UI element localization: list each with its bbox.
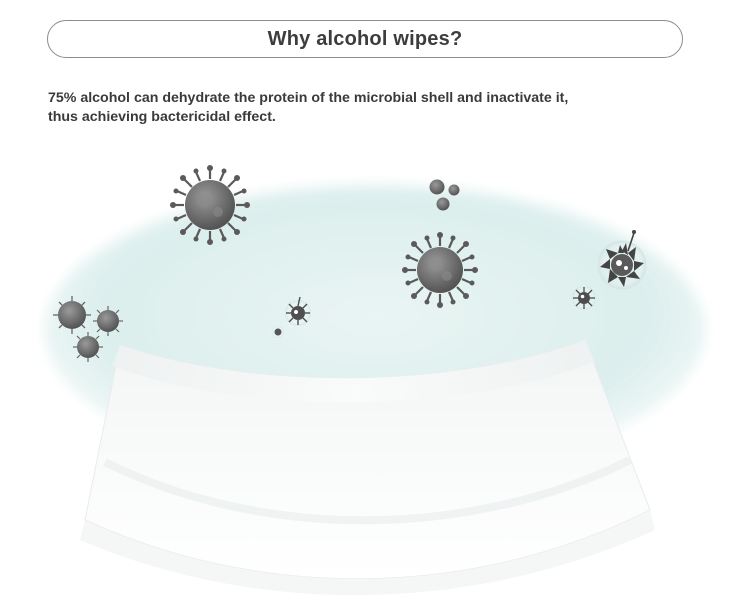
- description-line-2: thus achieving bactericidal effect.: [48, 109, 276, 125]
- bacteria-icon: [272, 296, 311, 338]
- alcohol-wipe-illustration: [45, 165, 705, 596]
- title-banner: Why alcohol wipes?: [47, 20, 683, 58]
- description-text: 75% alcohol can dehydrate the protein of…: [48, 89, 718, 127]
- bacteria-icon: [572, 230, 647, 310]
- bacteria-icon: [429, 179, 460, 211]
- wet-wipe-icon: [80, 339, 655, 596]
- virus-icon: [402, 232, 478, 308]
- description-line-1: 75% alcohol can dehydrate the protein of…: [48, 90, 569, 106]
- virus-icon: [170, 165, 250, 245]
- bacteria-icon: [53, 296, 123, 362]
- page-title: Why alcohol wipes?: [267, 27, 463, 50]
